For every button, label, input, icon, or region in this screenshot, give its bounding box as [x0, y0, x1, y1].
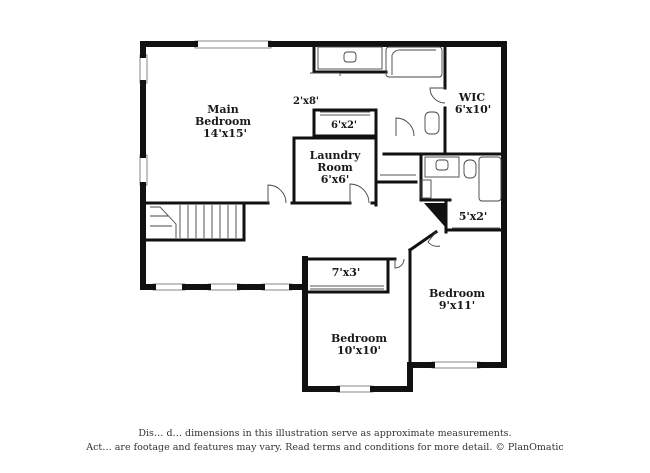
window-bottom-left-3	[261, 283, 293, 291]
closet-6x2-size: 6'x2'	[331, 120, 357, 131]
sink-hall-icon	[435, 159, 449, 171]
closet-door-2x8	[310, 72, 341, 76]
sink-master-icon	[343, 51, 357, 63]
interior-walls	[145, 42, 506, 367]
laundry-size: 6'x6'	[321, 173, 350, 186]
fixtures	[317, 46, 502, 202]
toilet-hall-icon	[463, 159, 477, 179]
closet-5x2-size: 5'x2'	[459, 210, 488, 223]
window-top-main-bedroom	[194, 40, 272, 49]
closet-7x3-size: 7'x3'	[332, 266, 361, 279]
window-bottom-left-1	[152, 283, 186, 291]
door-wic	[429, 87, 446, 104]
disclaimer-line-1: Dis… d… dimensions in this illustration …	[138, 428, 512, 439]
windows	[139, 40, 481, 393]
window-bedroom-right	[431, 361, 481, 369]
window-bottom-left-2	[207, 283, 241, 291]
laundry-label-2: Room	[317, 161, 353, 174]
bathtub-master	[385, 46, 443, 78]
closet-doors	[310, 111, 500, 290]
closet-2x8-size: 2'x8'	[293, 96, 319, 107]
window-left-upper	[139, 54, 148, 84]
door-bedroom-bottom	[394, 258, 405, 269]
laundry-label-1: Laundry	[310, 149, 361, 162]
vanity-master	[317, 46, 383, 70]
main-bedroom-size: 14'x15'	[203, 127, 247, 140]
exterior-walls	[140, 41, 507, 392]
stairs	[150, 205, 237, 238]
disclaimer-line-2: Act… are footage and features may vary. …	[86, 442, 564, 453]
door-main-bedroom	[267, 184, 287, 204]
main-bedroom-label-1: Main	[207, 103, 238, 116]
bedroom-right-size: 9'x11'	[439, 299, 475, 312]
wic-label: WIC	[458, 91, 485, 104]
bedroom-bottom-label: Bedroom	[331, 332, 387, 345]
door-bedroom-right	[427, 231, 441, 247]
shelf-hall	[420, 179, 432, 199]
chase-block	[424, 203, 446, 228]
doors	[267, 72, 446, 269]
tub-hall	[478, 156, 502, 202]
door-bath	[395, 117, 415, 137]
window-bedroom-bottom	[336, 385, 374, 393]
room-labels: Main Bedroom 14'x15' 2'x8' 6'x2' WIC 6'x…	[195, 91, 491, 357]
bedroom-right-label: Bedroom	[429, 287, 485, 300]
wic-size: 6'x10'	[455, 103, 491, 116]
door-laundry	[349, 183, 370, 204]
vanity-hall	[424, 156, 460, 178]
main-bedroom-label-2: Bedroom	[195, 115, 251, 128]
window-left-lower	[139, 154, 148, 186]
toilet-master-icon	[424, 111, 440, 135]
bedroom-bottom-size: 10'x10'	[337, 344, 381, 357]
